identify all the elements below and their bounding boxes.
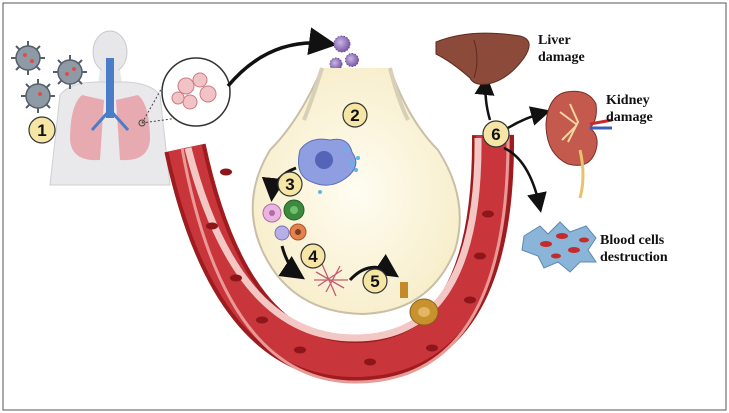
red-blood-cell-icon [206, 168, 494, 366]
fibrin-icon [314, 263, 348, 297]
virus-icon [21, 79, 55, 113]
step-number: 5 [370, 272, 379, 291]
step-number: 3 [285, 175, 294, 194]
step-badge-3: 3 [277, 171, 303, 197]
arrow-icon [278, 245, 305, 280]
immune-cells [262, 199, 307, 241]
step-badge-4: 4 [300, 243, 326, 269]
kidney-label-line1: Kidney [606, 93, 650, 108]
liver-label-line1: Liver [538, 33, 571, 48]
step-number: 2 [350, 106, 359, 125]
blood-vessel [164, 131, 515, 384]
red-blood-cell-icon [540, 233, 589, 259]
alveoli-zoom-icon [138, 57, 231, 127]
virus-icon [11, 41, 45, 75]
blood-cell-destruction-icon [521, 221, 597, 273]
step-badge-2: 2 [342, 102, 368, 128]
kidney-label-line2: damage [606, 110, 653, 125]
arrow-icon [503, 146, 547, 213]
liver-label-line2: damage [538, 50, 585, 65]
step-number: 4 [308, 247, 318, 266]
virus-icon [345, 53, 359, 67]
arrow-icon [348, 254, 399, 282]
kidney-icon [545, 90, 613, 199]
immune-cell-icon [274, 225, 290, 241]
immune-cell-icon [289, 223, 307, 241]
arrow-icon [507, 106, 551, 130]
arrow-icon [226, 27, 337, 88]
liver-icon [435, 32, 530, 85]
airway-trachea [106, 58, 114, 118]
step-number: 1 [37, 121, 46, 140]
lungs-icon [70, 58, 150, 161]
virus-icon [53, 55, 87, 89]
blood-label-line2: destruction [600, 250, 668, 265]
step-badge-1: 1 [28, 116, 56, 144]
macrophage-icon [298, 138, 360, 194]
virus-cluster-left [11, 41, 87, 113]
clot-icon [400, 282, 439, 326]
step-number: 6 [491, 125, 500, 144]
immune-cell-icon [283, 199, 305, 221]
cytokine-icon [318, 148, 360, 194]
step-badge-5: 5 [362, 268, 388, 294]
immune-cell-icon [262, 203, 282, 223]
blood-label-line1: Blood cells [600, 233, 665, 248]
virus-icon [333, 35, 351, 53]
step-badge-6: 6 [482, 120, 510, 148]
